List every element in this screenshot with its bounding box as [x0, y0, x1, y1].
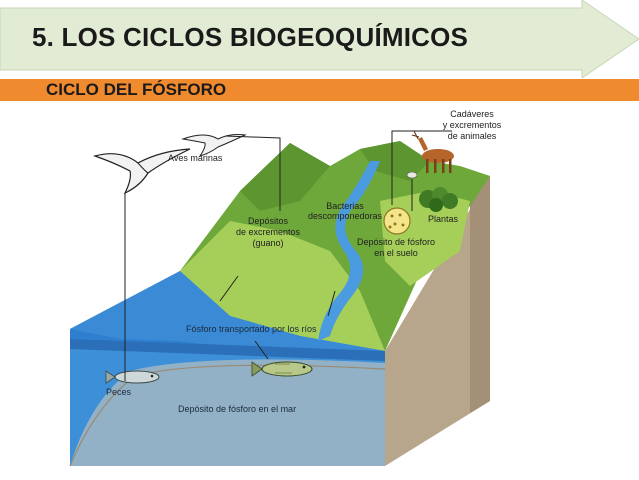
section-subtitle: CICLO DEL FÓSFORO	[46, 80, 227, 99]
pointer-lines	[124, 130, 452, 381]
label-cadaveres-2: y excrementos	[443, 120, 502, 130]
label-aves-marinas: Aves marinas	[168, 153, 223, 163]
label-bacterias-2: descomponedoras	[308, 211, 383, 221]
seabird-small-icon	[181, 134, 247, 157]
label-cadaveres-1: Cadáveres	[450, 109, 494, 119]
phosphorus-cycle-diagram: Aves marinas Depósitos de excrementos (g…	[69, 109, 502, 467]
label-rios: Fósforo transportado por los ríos	[186, 324, 317, 334]
label-cadaveres-3: de animales	[448, 131, 497, 141]
river	[318, 161, 380, 341]
subtitle-bar	[0, 79, 639, 101]
label-suelo-1: Depósito de fósforo	[357, 237, 435, 247]
label-plantas: Plantas	[428, 214, 459, 224]
fish-right-icon	[251, 361, 313, 377]
label-suelo-2: en el suelo	[374, 248, 418, 258]
page-title: 5. LOS CICLOS BIOGEOQUÍMICOS	[32, 22, 469, 52]
title-banner	[0, 0, 639, 78]
label-depositos-1: Depósitos	[248, 216, 289, 226]
label-mar: Depósito de fósforo en el mar	[178, 404, 296, 414]
label-peces: Peces	[106, 387, 132, 397]
soil-side	[385, 176, 490, 466]
label-depositos-3: (guano)	[252, 238, 283, 248]
plants-icon	[419, 187, 458, 212]
fish-left-icon	[105, 370, 160, 384]
seabird-large-icon	[93, 148, 191, 195]
deer-icon	[411, 130, 454, 173]
bacteria-icon	[383, 207, 411, 235]
small-animal-icon	[406, 171, 418, 179]
label-depositos-2: de excrementos	[236, 227, 301, 237]
label-bacterias-1: Bacterias	[326, 201, 364, 211]
